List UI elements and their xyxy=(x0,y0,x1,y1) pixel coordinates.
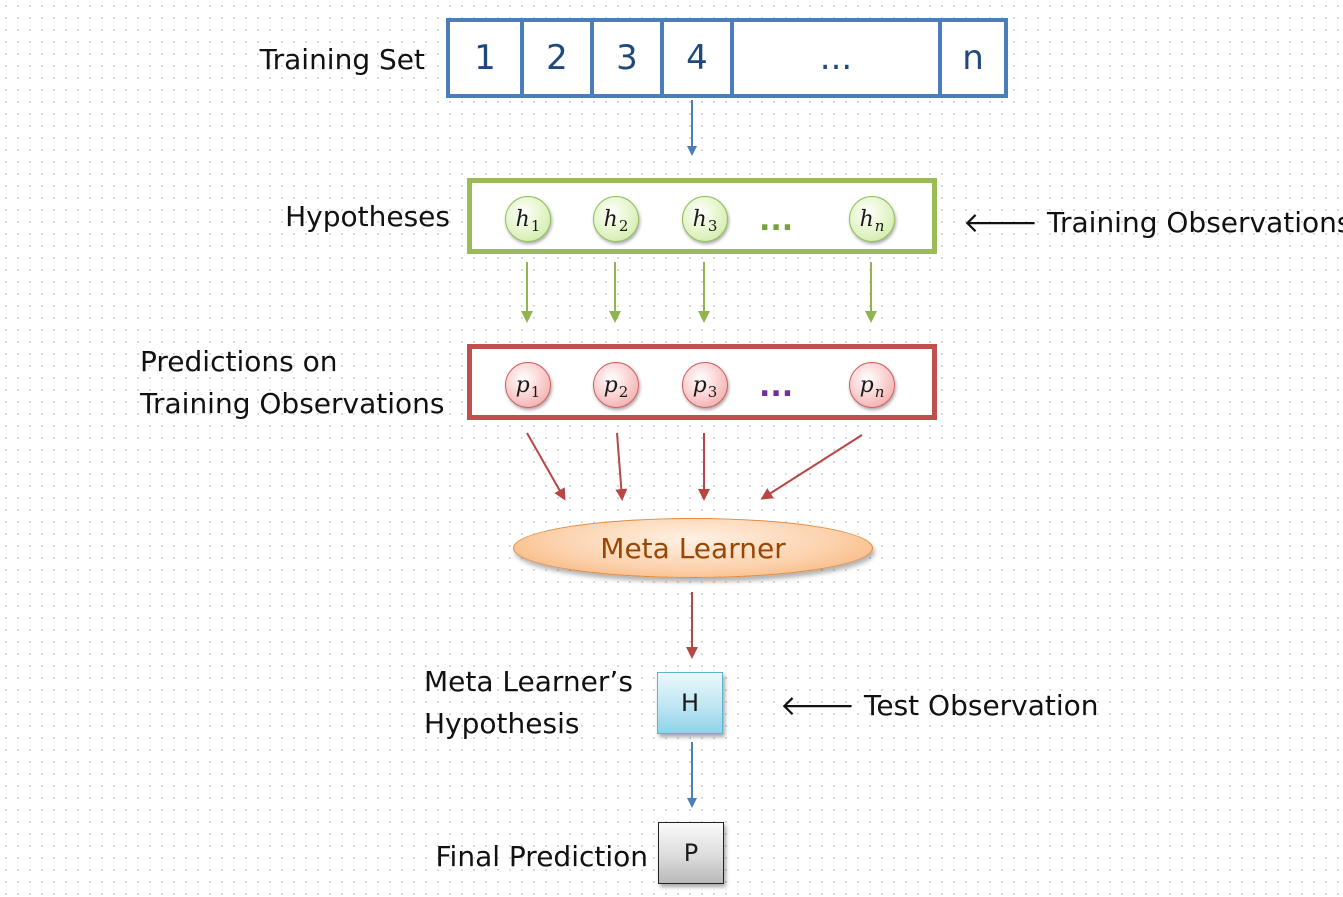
meta-learner-node: Meta Learner xyxy=(513,518,873,578)
meta-hypothesis-label-line2: Hypothesis xyxy=(424,707,580,740)
arrow-pn-to-meta xyxy=(760,434,863,500)
test-observation-label: Test Observation xyxy=(864,689,1099,722)
training-cell-1: 1 xyxy=(450,22,524,94)
training-set-label: Training Set xyxy=(259,43,425,76)
training-cell-n: n xyxy=(962,38,984,78)
training-cell-2: 2 xyxy=(524,22,594,94)
training-cell-ellipsis: ... xyxy=(734,22,942,94)
predictions-label-line1: Predictions on xyxy=(140,345,338,378)
training-cell-4: 4 xyxy=(664,22,734,94)
final-prediction-label: Final Prediction xyxy=(435,840,648,873)
training-observations-note: 🡐 Training Observations xyxy=(963,202,1343,244)
training-set-strip: 1 2 3 4 ... n xyxy=(446,18,1008,98)
arrow-p1-to-meta xyxy=(526,432,566,501)
predictions-label-line2: Training Observations xyxy=(140,387,445,420)
left-arrow-icon: 🡐 xyxy=(963,206,1039,239)
meta-hypothesis-label-line1: Meta Learner’s xyxy=(424,665,633,698)
training-cell-3: 3 xyxy=(594,22,664,94)
left-arrow-icon: 🡐 xyxy=(780,689,856,722)
predictions-ellipsis: ... xyxy=(759,369,794,404)
meta-learner-label: Meta Learner xyxy=(600,531,786,565)
meta-hypothesis-box: H xyxy=(657,672,723,734)
hypotheses-ellipsis: ... xyxy=(759,203,794,238)
final-prediction-box: P xyxy=(658,822,724,884)
test-observation-note: 🡐 Test Observation xyxy=(780,685,1099,727)
hypotheses-label: Hypotheses xyxy=(285,200,450,233)
training-observations-label: Training Observations xyxy=(1047,206,1343,239)
arrow-p2-to-meta xyxy=(615,432,628,501)
